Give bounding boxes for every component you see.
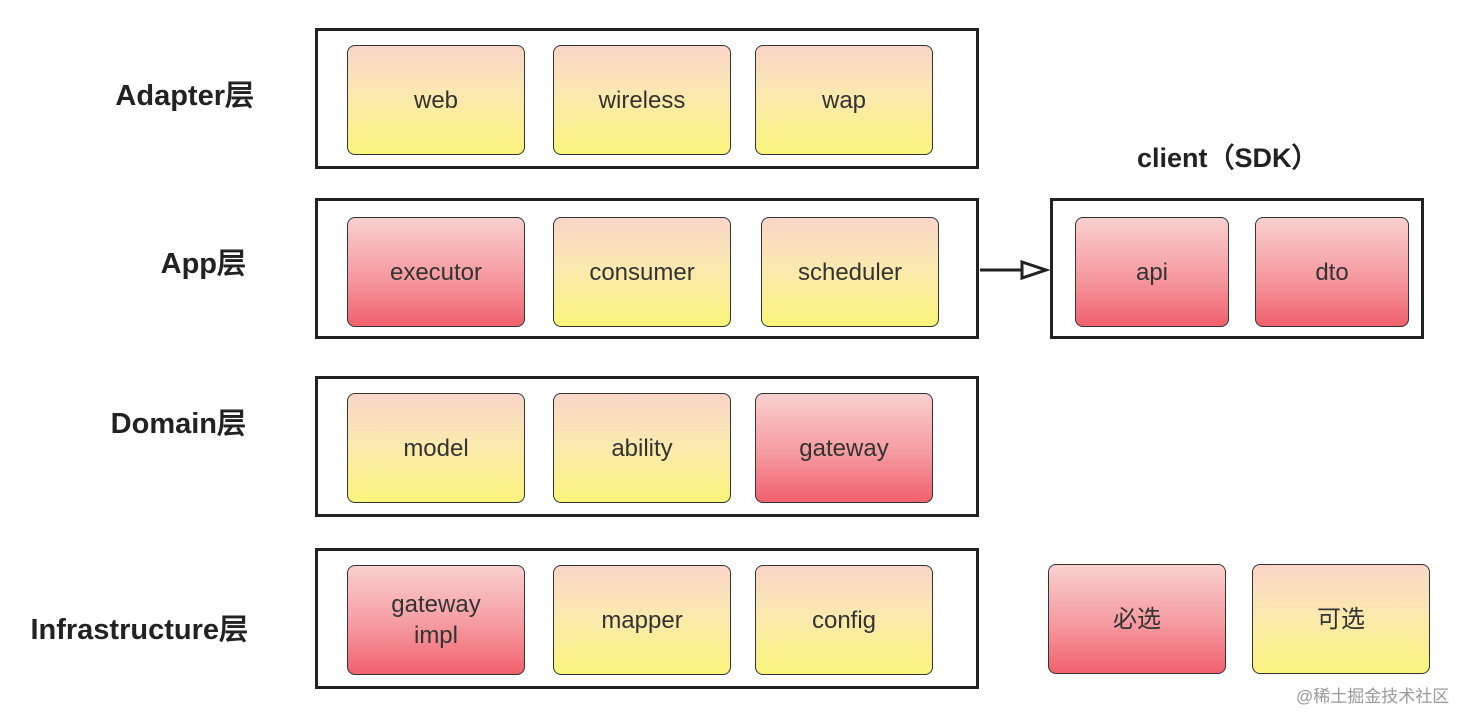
box-dto: dto — [1255, 217, 1409, 327]
box-executor: executor — [347, 217, 525, 327]
box-api: api — [1075, 217, 1229, 327]
dependency-arrow — [980, 259, 1051, 281]
box-gateway-impl-label: gateway impl — [391, 591, 481, 649]
box-mapper: mapper — [553, 565, 731, 675]
layer-frame-infrastructure: gateway impl mapper config — [315, 548, 979, 689]
watermark: @稀土掘金技术社区 — [1296, 687, 1450, 706]
client-frame: api dto — [1050, 198, 1424, 339]
box-web: web — [347, 45, 525, 155]
layer-frame-adapter: web wireless wap — [315, 28, 979, 169]
box-ability: ability — [553, 393, 731, 503]
legend-required: 必选 — [1048, 564, 1226, 674]
layer-frame-domain: model ability gateway — [315, 376, 979, 517]
box-model: model — [347, 393, 525, 503]
layer-label-app: App层 — [160, 248, 246, 280]
box-gateway-impl: gateway impl — [347, 565, 525, 675]
layer-frame-app: executor consumer scheduler — [315, 198, 979, 339]
client-title: client（SDK） — [1137, 143, 1319, 173]
legend-optional: 可选 — [1252, 564, 1430, 674]
box-gateway: gateway — [755, 393, 933, 503]
layer-label-domain: Domain层 — [110, 408, 246, 440]
box-wap: wap — [755, 45, 933, 155]
layer-label-adapter: Adapter层 — [115, 80, 254, 112]
box-wireless: wireless — [553, 45, 731, 155]
layer-label-infrastructure: Infrastructure层 — [30, 614, 248, 646]
box-consumer: consumer — [553, 217, 731, 327]
box-config: config — [755, 565, 933, 675]
box-scheduler: scheduler — [761, 217, 939, 327]
